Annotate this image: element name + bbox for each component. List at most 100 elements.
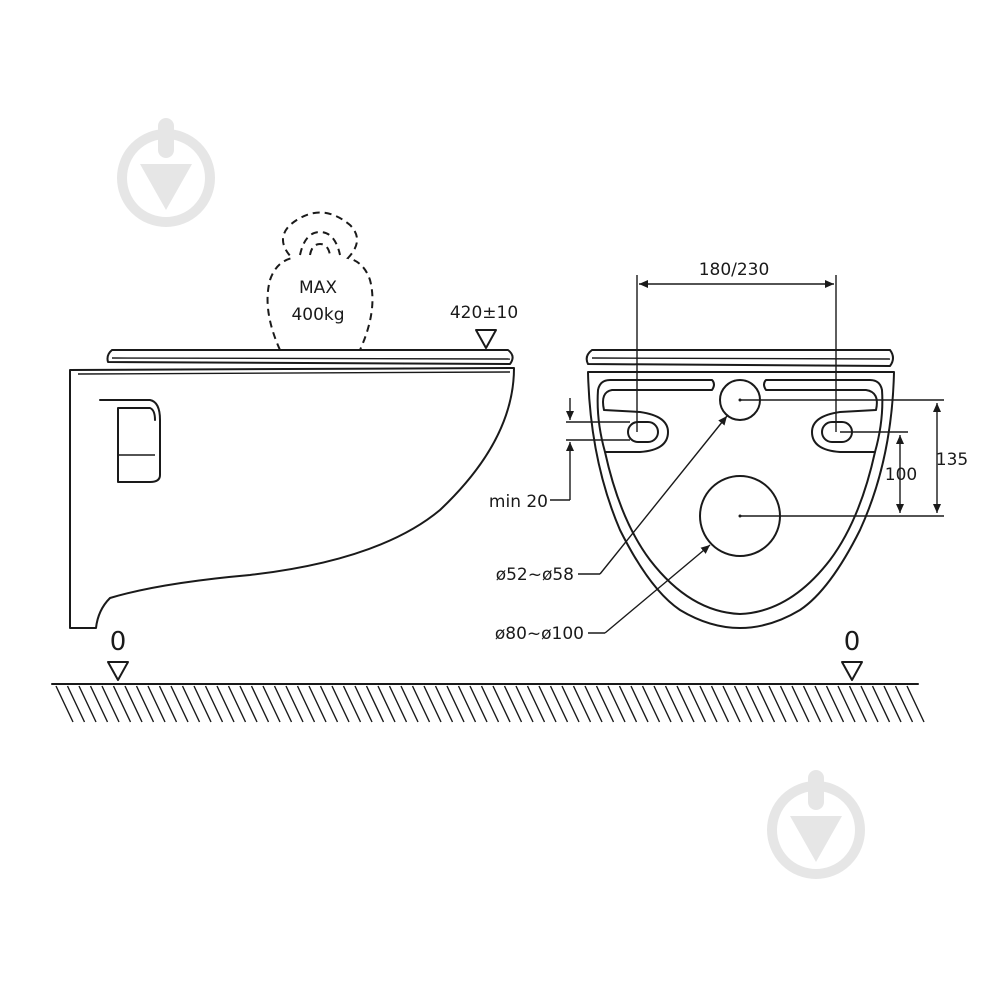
floor-marker-left [107, 661, 129, 681]
hatch-line [549, 685, 569, 723]
load-label-max: MAX [299, 278, 337, 298]
hatch-line [135, 685, 155, 723]
hatch-line [687, 685, 707, 723]
side-view: MAX 400kg 420±10 [69, 211, 518, 629]
side-inlet [99, 399, 161, 483]
hatch-line [273, 685, 293, 723]
hatch-line [342, 685, 362, 723]
hatch-line [308, 685, 327, 723]
dim-100-label: 100 [885, 465, 917, 485]
hatch-line [112, 685, 132, 723]
side-bowl [69, 367, 515, 629]
hatch-line [158, 685, 178, 723]
hatch-line [480, 685, 500, 723]
dimension-100 [840, 431, 908, 513]
front-mount-plate [596, 379, 715, 453]
hatch-line [802, 685, 822, 723]
watermark-logo-top [117, 118, 215, 227]
hatch-line [354, 685, 373, 723]
hatch-line [584, 685, 603, 723]
floor-level-left-label: 0 [110, 627, 127, 657]
dimension-hole-spacing [636, 275, 837, 432]
hatch-line [239, 685, 258, 723]
hatch-line [871, 685, 891, 723]
hatch-line [572, 685, 592, 723]
seat-height-marker [475, 329, 497, 349]
hatch-line [837, 685, 856, 723]
hatch-line [181, 685, 201, 723]
hatch-line [400, 685, 419, 723]
hatch-line [101, 685, 120, 723]
hatch-line [607, 685, 626, 723]
hatch-line [618, 685, 638, 723]
hatch-line [722, 685, 741, 723]
dimension-135 [740, 399, 944, 517]
hatch-line [733, 685, 753, 723]
hatch-line [319, 685, 339, 723]
hatch-line [779, 685, 799, 723]
hatch-line [124, 685, 143, 723]
hatch-line [285, 685, 304, 723]
hatch-line [365, 685, 385, 723]
hatch-line [250, 685, 270, 723]
hatch-line [756, 685, 776, 723]
hatch-line [55, 685, 74, 723]
hatch-line [561, 685, 580, 723]
floor-marker-right [841, 661, 863, 681]
hatch-line [411, 685, 431, 723]
watermark-logo-bottom [767, 770, 865, 879]
hatch-line [538, 685, 557, 723]
hatch-line [204, 685, 224, 723]
hatch-line [699, 685, 718, 723]
hole-spacing-label: 180/230 [699, 260, 770, 280]
outlet-small-label: ø52~ø58 [496, 565, 574, 585]
hatch-line [848, 685, 868, 723]
hatch-line [595, 685, 615, 723]
front-bowl-outer [587, 371, 895, 629]
hatch-line [814, 685, 833, 723]
hatch-line [147, 685, 166, 723]
hatch-line [170, 685, 189, 723]
hatch-line [676, 685, 695, 723]
dim-135-label: 135 [936, 450, 968, 470]
hatch-line [216, 685, 235, 723]
hatch-line [457, 685, 477, 723]
hatch-line [78, 685, 97, 723]
hatch-line [227, 685, 247, 723]
hatch-line [515, 685, 534, 723]
hatch-line [262, 685, 281, 723]
hatch-line [526, 685, 546, 723]
hatch-line [860, 685, 879, 723]
hatch-line [664, 685, 684, 723]
leader-small-outlet [578, 415, 728, 575]
hatch-line [469, 685, 488, 723]
hatch-line [377, 685, 396, 723]
side-seat [106, 349, 514, 365]
hatch-line [768, 685, 787, 723]
hatch-line [883, 685, 902, 723]
hatch-line [193, 685, 212, 723]
hatch-line [906, 685, 925, 723]
hatch-line [894, 685, 914, 723]
floor-level-right-label: 0 [844, 627, 861, 657]
hatch-line [388, 685, 408, 723]
leader-large-outlet [588, 544, 711, 634]
hatch-line [630, 685, 649, 723]
hatch-line [296, 685, 316, 723]
hatch-line [503, 685, 523, 723]
hatch-line [791, 685, 810, 723]
hatch-line [446, 685, 465, 723]
hatch-line [825, 685, 845, 723]
hatch-line [434, 685, 454, 723]
hatch-line [641, 685, 661, 723]
load-weight-icon [266, 211, 374, 351]
front-seat [585, 349, 894, 367]
hatch-line [492, 685, 511, 723]
hatch-line [745, 685, 764, 723]
hatch-line [66, 685, 86, 723]
min-gap-label: min 20 [489, 492, 548, 512]
outlet-large-label: ø80~ø100 [495, 624, 584, 644]
hatch-line [653, 685, 672, 723]
front-view [585, 349, 895, 629]
